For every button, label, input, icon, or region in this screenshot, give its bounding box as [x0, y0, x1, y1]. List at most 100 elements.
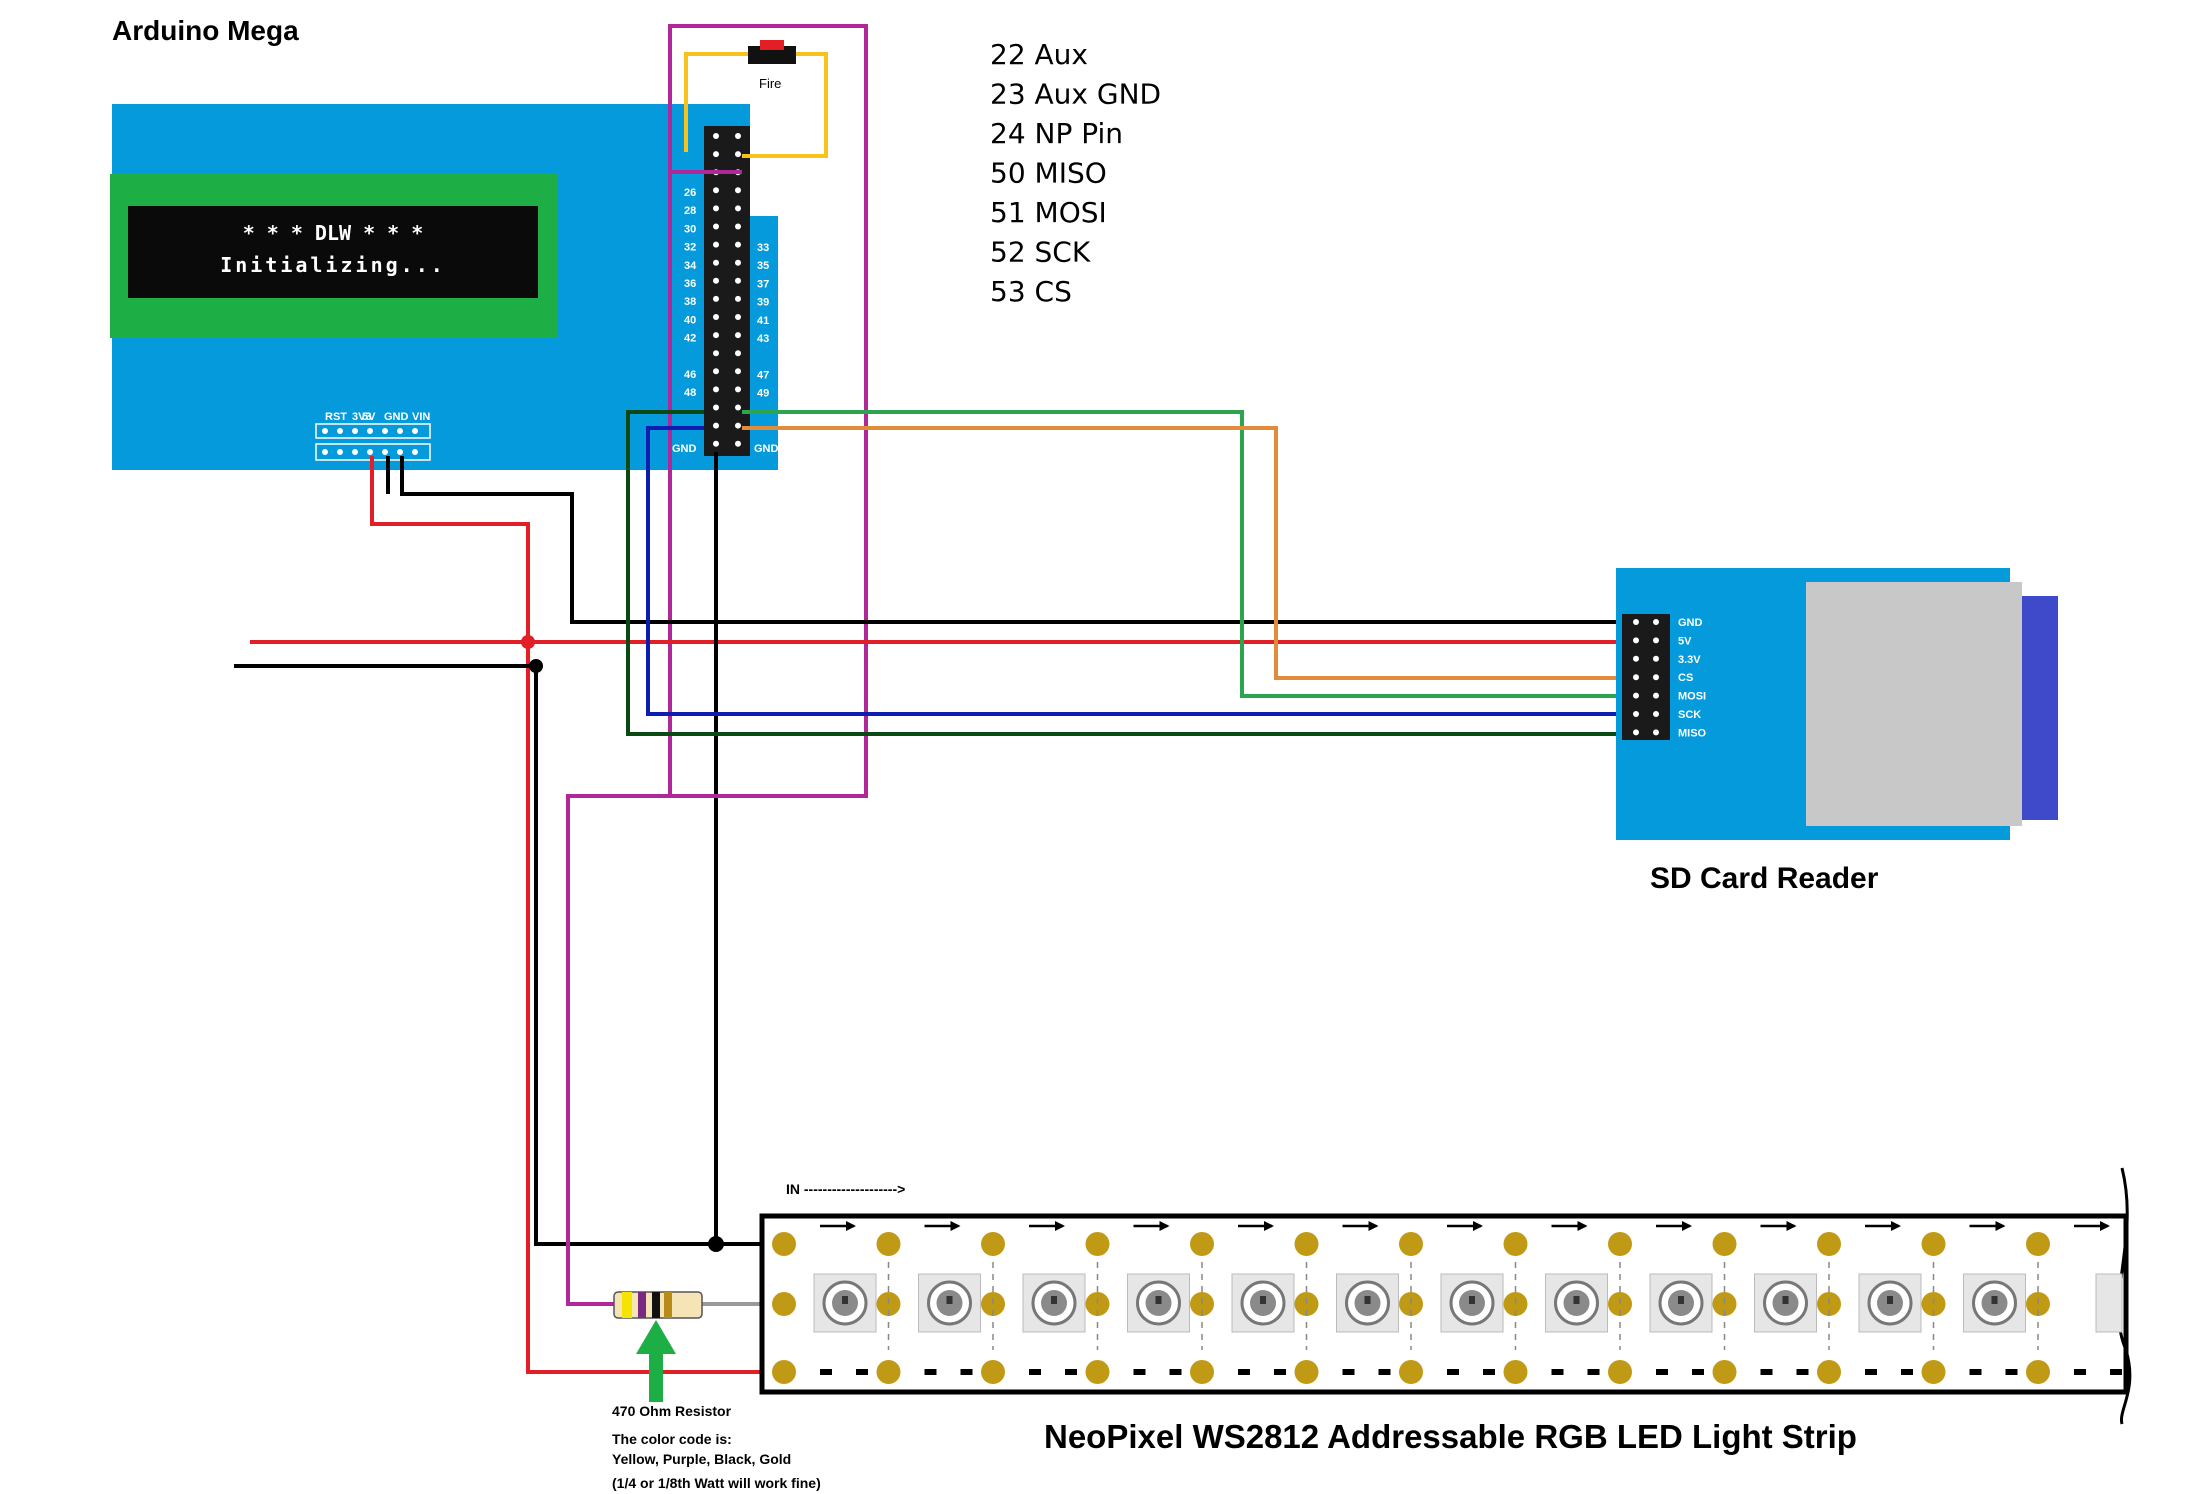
sd-pin-dot — [1633, 711, 1639, 717]
header-pin-dot — [713, 241, 719, 248]
lcd-line-1: * * * DLW * * * — [243, 221, 424, 245]
fire-loop-yellow-wire — [684, 52, 828, 158]
strip-pad — [1399, 1232, 1423, 1256]
resistor-note-line: (1/4 or 1/8th Watt will work fine) — [612, 1475, 821, 1491]
strip-minus-marker — [856, 1369, 868, 1375]
header-pin-dot — [713, 314, 719, 320]
header-left-pin-label: 32 — [684, 242, 696, 254]
led-strip — [759, 1167, 2132, 1425]
strip-minus-marker — [1796, 1369, 1809, 1375]
header-pin-dot — [713, 368, 719, 375]
header-pin-dot — [713, 223, 719, 230]
power-pin-5v: 5V — [362, 411, 376, 423]
black-junction — [529, 659, 543, 673]
strip-pad — [1294, 1360, 1319, 1384]
header-right-pin-label: 47 — [757, 369, 769, 381]
strip-arrow-head — [950, 1221, 961, 1231]
sd-pin-dot — [1633, 655, 1639, 662]
sd-label: SD Card Reader — [1650, 862, 1879, 895]
strip-pad — [1608, 1360, 1632, 1384]
sd-pin-dot — [1653, 674, 1659, 681]
strip-minus-marker — [1274, 1369, 1286, 1375]
header-right-pin-label: 33 — [757, 242, 769, 254]
strip-pad — [1294, 1232, 1319, 1256]
strip-arrow-head — [2100, 1221, 2110, 1231]
header-pin-dot — [735, 277, 741, 284]
strip-minus-marker — [1656, 1369, 1668, 1375]
ws2812-led-chip — [1991, 1296, 1998, 1304]
sd-pin-dot — [1633, 692, 1639, 699]
strip-minus-marker — [1447, 1369, 1459, 1375]
header-gnd-left: GND — [672, 443, 697, 455]
pin-legend-item: 50 MISO — [990, 157, 1107, 190]
header-pin-dot — [735, 404, 741, 411]
sd-pin-label: MOSI — [1678, 691, 1706, 703]
strip-pad — [1921, 1232, 1946, 1256]
green-mosi-wire — [742, 410, 1624, 698]
strip-arrow-head — [1577, 1221, 1588, 1231]
header-pin-dot — [713, 133, 719, 139]
header-pin-dot — [735, 259, 741, 266]
strip-minus-marker — [1342, 1369, 1355, 1375]
strip-minus-marker — [1969, 1369, 1982, 1375]
sd-pin-label: GND — [1678, 617, 1703, 629]
header-pin-dot — [735, 295, 741, 302]
strip-pad — [772, 1292, 796, 1316]
ws2812-led-chip — [1364, 1296, 1371, 1304]
pin-legend-item: 22 Aux — [990, 38, 1088, 71]
sd-pin-label: CS — [1678, 672, 1693, 684]
strip-pad — [2026, 1232, 2050, 1256]
sd-pin-label: SCK — [1678, 709, 1701, 721]
header-left-pin-label: 36 — [684, 278, 696, 290]
black-bus-wire — [234, 664, 782, 1246]
header-pin-dot — [735, 386, 741, 393]
ws2812-led-chip — [1782, 1296, 1789, 1304]
strip-minus-marker — [2005, 1369, 2018, 1375]
header-left-pin-label: 26 — [684, 187, 696, 199]
header-pin-dot — [713, 295, 719, 302]
power-pin-gnd: GND — [384, 411, 409, 423]
strip-arrow-head — [1264, 1221, 1274, 1231]
strip-pad — [1712, 1232, 1737, 1256]
ws2812-led-chip — [1573, 1296, 1580, 1304]
strip-arrow-head — [1786, 1221, 1797, 1231]
strip-arrow-head — [1891, 1221, 1901, 1231]
header-pin-dot — [713, 205, 719, 212]
header-gnd-right: GND — [754, 443, 779, 455]
strip-minus-marker — [1169, 1369, 1182, 1375]
strip-pad — [2026, 1360, 2050, 1384]
header-pin-dot — [713, 259, 719, 266]
ws2812-led-chip — [946, 1296, 953, 1304]
sd-pin-dot — [1633, 729, 1639, 736]
strip-pad — [1503, 1232, 1528, 1256]
strip-arrow-head — [1995, 1221, 2006, 1231]
red-5v-wire — [370, 456, 782, 1374]
header-pin-dot — [735, 187, 741, 194]
ws2812-led-chip — [1469, 1296, 1475, 1304]
magenta-data-wire — [566, 794, 866, 1306]
resistor — [613, 1291, 703, 1319]
blue-sck-wire — [646, 426, 1624, 716]
header-pin-dot — [735, 205, 741, 212]
strip-minus-marker — [924, 1369, 937, 1375]
strip-minus-marker — [1865, 1369, 1877, 1375]
header-pin-dot — [713, 277, 719, 284]
strip-pad — [1608, 1232, 1632, 1256]
header-pin-dot — [735, 422, 741, 429]
header-pin-dot — [735, 223, 741, 230]
header-pin-dot — [713, 151, 719, 158]
header-pin-dot — [713, 440, 719, 447]
strip-pad — [772, 1232, 796, 1256]
lcd-line-2: Initializing... — [220, 253, 446, 277]
header-pin-dot — [713, 422, 719, 429]
strip-label: NeoPixel WS2812 Addressable RGB LED Ligh… — [1044, 1418, 1857, 1455]
strip-pad — [1503, 1360, 1528, 1384]
header-left-pin-label: 34 — [684, 260, 697, 272]
header-right-pin-label: 39 — [757, 297, 769, 309]
sd-pin-dot — [1653, 711, 1659, 717]
strip-pad — [1085, 1360, 1110, 1384]
header-right-pin-label: 49 — [757, 388, 769, 400]
sd-pin-label: 5V — [1678, 635, 1692, 647]
